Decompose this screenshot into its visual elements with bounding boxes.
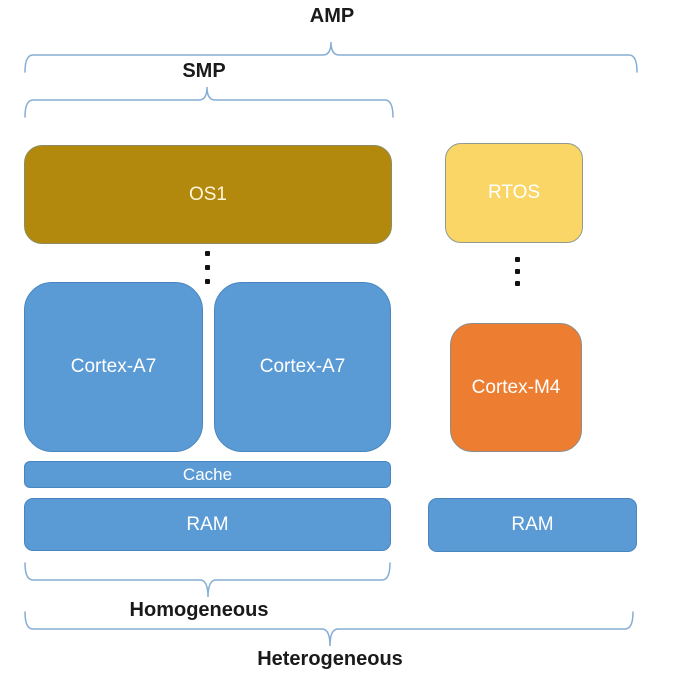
block-ram-left-label: RAM (186, 513, 229, 535)
vertical-ellipsis-icon (515, 257, 520, 286)
block-rtos-label: RTOS (487, 182, 541, 203)
ellipsis-dot (205, 251, 210, 256)
ellipsis-dot (205, 265, 210, 270)
heterogeneous-brace (24, 611, 634, 647)
block-cortex-m4: Cortex-M4 (450, 323, 582, 452)
block-cortex-a7-right: Cortex-A7 (214, 282, 391, 452)
smp-brace (24, 86, 394, 118)
block-os1: OS1 (24, 145, 392, 244)
label-smp: SMP (182, 60, 226, 82)
block-os1-label: OS1 (188, 183, 228, 205)
ellipsis-dot (205, 279, 210, 284)
block-ram-right: RAM (428, 498, 637, 552)
label-homogeneous: Homogeneous (129, 599, 269, 621)
block-cache-label: Cache (182, 464, 233, 484)
homogeneous-brace (24, 562, 391, 598)
block-cortex-a7-left: Cortex-A7 (24, 282, 203, 452)
label-amp: AMP (309, 5, 355, 27)
block-ram-right-label: RAM (511, 514, 554, 535)
amp-brace (24, 41, 638, 73)
block-ram-left: RAM (24, 498, 391, 551)
ellipsis-dot (515, 281, 520, 286)
block-cache: Cache (24, 461, 391, 488)
block-rtos: RTOS (445, 143, 583, 243)
block-cortex-m4-label: Cortex-M4 (471, 376, 561, 398)
ellipsis-dot (515, 269, 520, 274)
block-cortex-a7-left-label: Cortex-A7 (70, 356, 157, 377)
vertical-ellipsis-icon (205, 251, 210, 284)
ellipsis-dot (515, 257, 520, 262)
label-heterogeneous: Heterogeneous (257, 648, 403, 670)
block-cortex-a7-right-label: Cortex-A7 (259, 356, 346, 377)
